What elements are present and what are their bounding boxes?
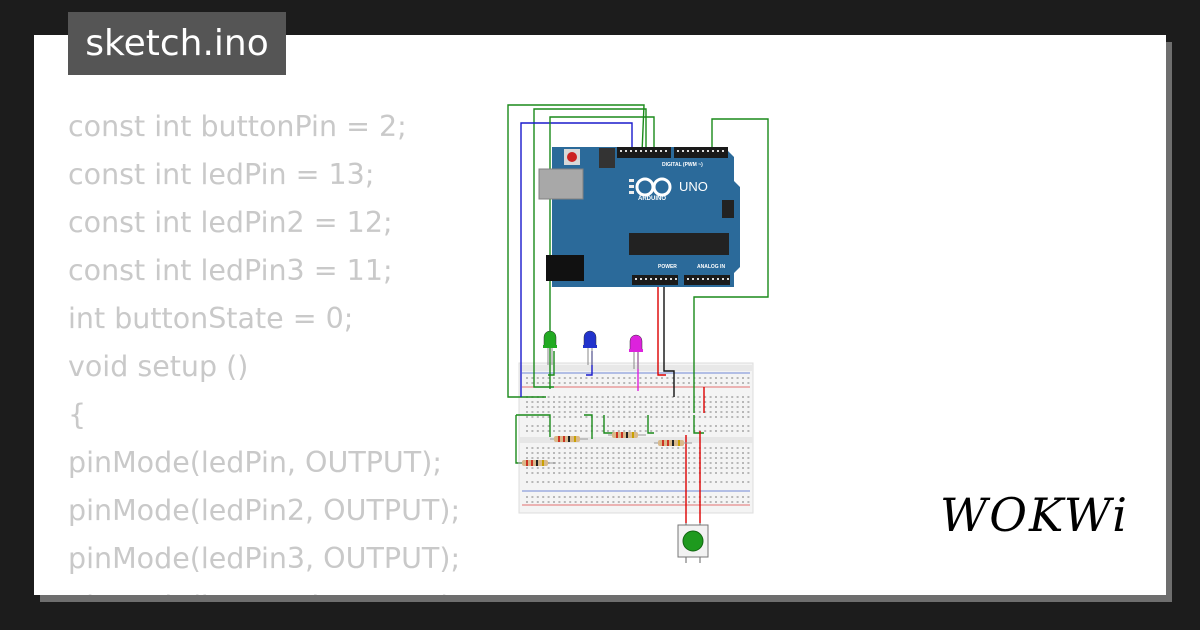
code-line: pinMode(ledPin3, OUTPUT); bbox=[68, 542, 461, 575]
resistor bbox=[612, 432, 638, 438]
code-line: pinMode(ledPin, OUTPUT); bbox=[68, 446, 442, 479]
code-line: pinMode(buttonPin, INPUT); bbox=[68, 583, 548, 595]
board-name: UNO bbox=[679, 179, 708, 194]
code-line: void setup () bbox=[68, 350, 249, 383]
push-button[interactable] bbox=[677, 523, 709, 563]
code-line: const int ledPin = 13; bbox=[68, 158, 375, 191]
resistor bbox=[554, 436, 580, 442]
magenta-led bbox=[629, 334, 643, 352]
wokwi-logo: WOKWi bbox=[940, 488, 1129, 542]
digital-label: DIGITAL (PWM ~) bbox=[662, 162, 703, 168]
arduino-uno-board: UNO ARDUINO DIGITAL (PWM ~) POWER ANALOG… bbox=[538, 147, 740, 287]
code-line: const int ledPin2 = 12; bbox=[68, 206, 393, 239]
wires bbox=[507, 104, 769, 523]
code-line: pinMode(ledPin2, OUTPUT); bbox=[68, 494, 461, 527]
resistor bbox=[658, 440, 684, 446]
resistor bbox=[522, 460, 548, 466]
green-led bbox=[543, 330, 557, 348]
analog-label: ANALOG IN bbox=[697, 264, 725, 270]
circuit-diagram: UNO ARDUINO DIGITAL (PWM ~) POWER ANALOG… bbox=[507, 104, 769, 563]
code-preview: const int buttonPin = 2; const int ledPi… bbox=[68, 103, 548, 595]
sketch-filename-tag: sketch.ino bbox=[68, 12, 286, 75]
resistors bbox=[518, 432, 692, 466]
preview-card[interactable]: const int buttonPin = 2; const int ledPi… bbox=[34, 35, 1166, 595]
board-brand: ARDUINO bbox=[638, 196, 666, 202]
code-line: { bbox=[68, 398, 87, 431]
code-line: int buttonState = 0; bbox=[68, 302, 354, 335]
code-line: const int ledPin3 = 11; bbox=[68, 254, 393, 287]
code-line: const int buttonPin = 2; bbox=[68, 110, 407, 143]
blue-led bbox=[583, 330, 597, 348]
led-group bbox=[543, 330, 643, 369]
power-label: POWER bbox=[658, 264, 677, 270]
